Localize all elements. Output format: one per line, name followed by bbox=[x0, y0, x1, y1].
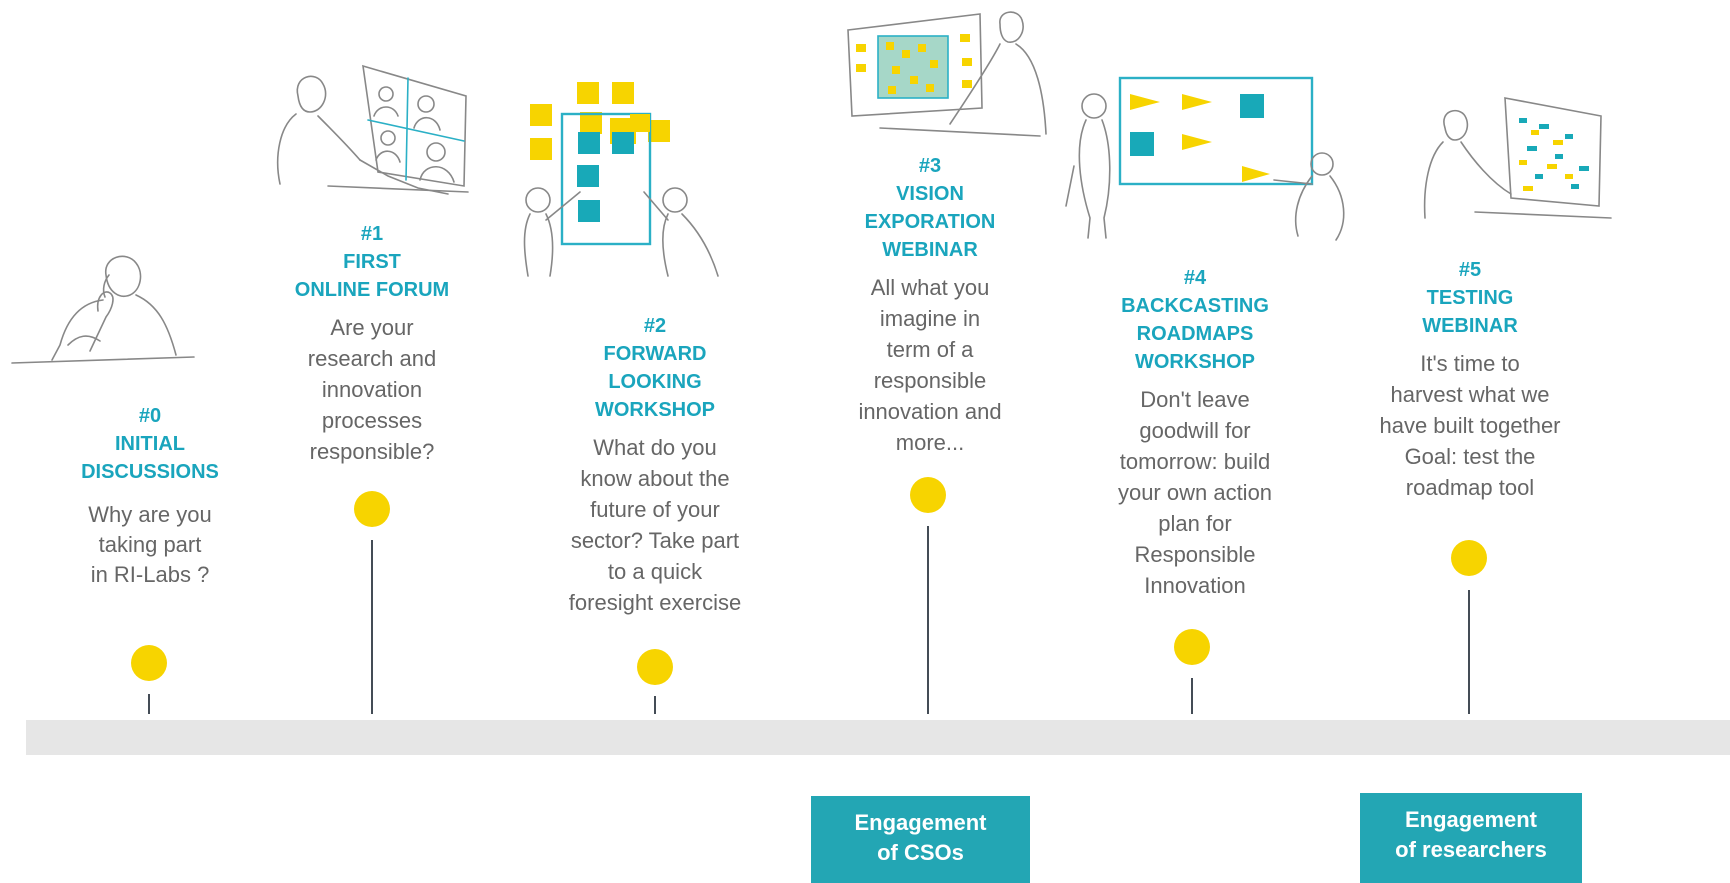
step-4: #4 BACKCASTING ROADMAPS WORKSHOP Don't l… bbox=[1075, 264, 1315, 601]
milestone-dot-1 bbox=[354, 491, 390, 527]
engagement-csos-badge: Engagement of CSOs bbox=[811, 796, 1030, 883]
step-3-description: All what you imagine in term of a respon… bbox=[858, 275, 1002, 455]
step-2-heading: #2 FORWARD LOOKING WORKSHOP bbox=[595, 315, 715, 421]
milestone-stem-5 bbox=[1468, 590, 1470, 714]
milestone-dot-2 bbox=[637, 649, 673, 685]
milestone-dot-3 bbox=[910, 477, 946, 513]
milestone-stem-0 bbox=[148, 694, 150, 714]
step-4-heading: #4 BACKCASTING ROADMAPS WORKSHOP bbox=[1121, 267, 1269, 373]
step-1-heading: #1 FIRST ONLINE FORUM bbox=[294, 223, 450, 301]
step-3-heading: #3 VISION EXPORATION WEBINAR bbox=[864, 155, 996, 261]
milestone-dot-5 bbox=[1451, 540, 1487, 576]
step-0: #0 INITIAL DISCUSSIONS Why are you takin… bbox=[50, 402, 250, 590]
step-5: #5 TESTING WEBINAR It's time to harvest … bbox=[1335, 256, 1605, 503]
step-0-heading: #0 INITIAL DISCUSSIONS bbox=[81, 405, 219, 483]
milestone-stem-2 bbox=[654, 696, 656, 714]
step-1: #1 FIRST ONLINE FORUM Are your research … bbox=[262, 220, 482, 467]
step-5-description: It's time to harvest what we have built … bbox=[1379, 351, 1561, 500]
engagement-researchers-badge: Engagement of researchers bbox=[1360, 793, 1582, 883]
milestone-dot-4 bbox=[1174, 629, 1210, 665]
step-4-description: Don't leave goodwill for tomorrow: build… bbox=[1117, 387, 1273, 598]
people-at-roadmap-board-illustration bbox=[1060, 76, 1350, 246]
step-2-description: What do you know about the future of you… bbox=[568, 435, 742, 615]
milestone-stem-3 bbox=[927, 526, 929, 714]
person-thinking-illustration bbox=[8, 245, 198, 375]
milestone-stem-1 bbox=[371, 540, 373, 714]
step-2: #2 FORWARD LOOKING WORKSHOP What do you … bbox=[530, 312, 780, 618]
step-1-description: Are your research and innovation process… bbox=[307, 315, 437, 464]
timeline-band bbox=[26, 720, 1730, 755]
person-at-roadmap-tool-illustration bbox=[1415, 94, 1615, 224]
person-at-collaborative-board-illustration bbox=[840, 4, 1060, 144]
milestone-dot-0 bbox=[131, 645, 167, 681]
step-5-heading: #5 TESTING WEBINAR bbox=[1422, 259, 1518, 337]
step-3: #3 VISION EXPORATION WEBINAR All what yo… bbox=[810, 152, 1050, 458]
milestone-stem-4 bbox=[1191, 678, 1193, 714]
step-0-description: Why are you taking part in RI-Labs ? bbox=[88, 502, 212, 587]
person-at-video-call-illustration bbox=[268, 56, 478, 201]
people-at-sticky-board-illustration bbox=[520, 80, 790, 280]
